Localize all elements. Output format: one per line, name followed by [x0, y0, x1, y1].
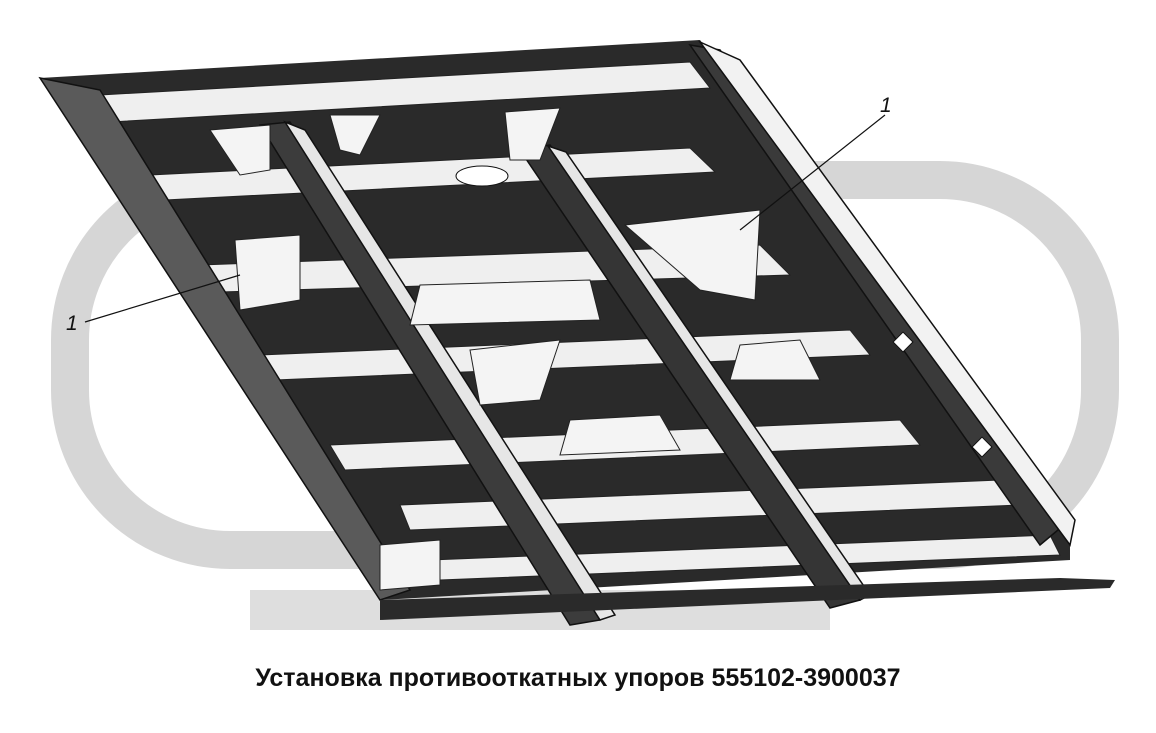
- callout-right-leader: [739, 114, 886, 231]
- brackets: [209, 107, 821, 591]
- callout-left-label: 1: [66, 312, 78, 335]
- callout-right-label: 1: [880, 94, 892, 117]
- longitudinal-beams: [258, 120, 872, 626]
- figure-caption: Установка противооткатных упоров 555102-…: [255, 664, 901, 692]
- bottom-strip: [380, 578, 1115, 620]
- callout-left-leader: [84, 274, 241, 323]
- mounting-studs: [455, 165, 993, 458]
- side-rails: [38, 40, 1076, 601]
